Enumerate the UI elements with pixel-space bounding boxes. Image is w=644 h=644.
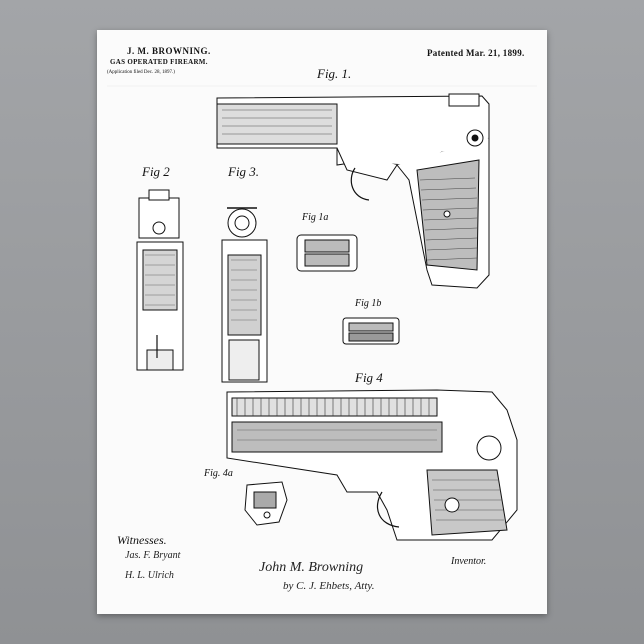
patent-poster: J. M. BROWNING. GAS OPERATED FIREARM. (A… [97, 30, 547, 614]
fig1b-drawing [343, 318, 399, 344]
inventor-label: Inventor. [451, 556, 486, 567]
fig4a-label: Fig. 4a [204, 468, 233, 479]
fig3-drawing [222, 208, 267, 382]
fig1a-label: Fig 1a [302, 212, 328, 223]
fig1-label: Fig. 1. [317, 66, 351, 82]
fig1a-drawing [297, 235, 357, 271]
fig1b-label: Fig 1b [355, 298, 381, 309]
inventor-signature: John M. Browning [259, 560, 363, 576]
fig2-label: Fig 2 [142, 164, 170, 180]
witness-signature-2: H. L. Ulrich [125, 570, 174, 581]
witnesses-label: Witnesses. [117, 533, 167, 548]
attorney-signature: by C. J. Ehbets, Atty. [283, 580, 374, 592]
fig2-drawing [137, 190, 183, 370]
fig3-label: Fig 3. [228, 164, 259, 180]
fig4a-drawing [245, 482, 287, 525]
fig4-label: Fig 4 [355, 370, 383, 386]
patent-drawings [97, 30, 547, 614]
witness-signature-1: Jas. F. Bryant [125, 550, 180, 561]
